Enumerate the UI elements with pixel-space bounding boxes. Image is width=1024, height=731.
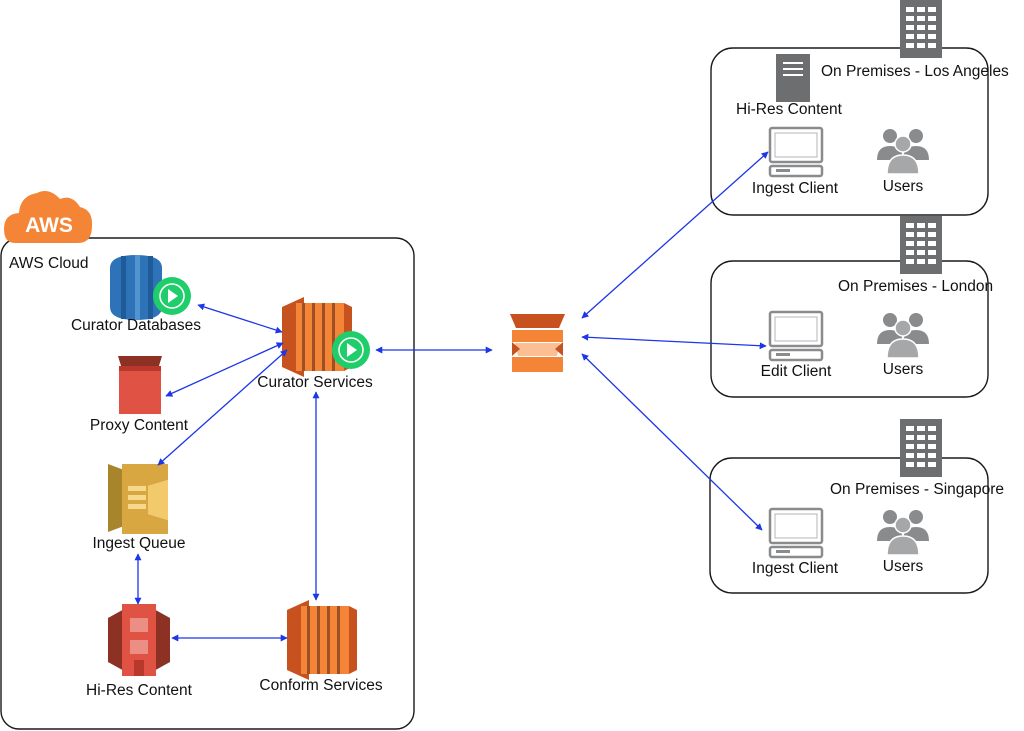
ingest-client-label: Ingest Client bbox=[752, 560, 839, 577]
hi-res-content-label: Hi-Res Content bbox=[86, 682, 193, 699]
client-computer-icon bbox=[768, 507, 824, 559]
connector-router-los-angeles bbox=[581, 151, 769, 319]
users-label: Users bbox=[883, 558, 924, 575]
client-computer-icon bbox=[768, 310, 824, 362]
client-computer-icon bbox=[768, 126, 824, 178]
aws-badge-text: AWS bbox=[25, 214, 73, 237]
server-icon bbox=[776, 54, 810, 102]
edit-client-label: Edit Client bbox=[761, 363, 832, 380]
users-label: Users bbox=[883, 178, 924, 195]
london-site-group bbox=[710, 260, 989, 398]
curator-services-label: Curator Services bbox=[257, 374, 373, 391]
aws-cloud-label: AWS Cloud bbox=[9, 255, 89, 272]
datacenter-icon bbox=[900, 0, 942, 58]
datacenter-icon bbox=[900, 216, 942, 274]
hi-res-storage-label: Hi-Res Content bbox=[736, 101, 843, 118]
connector-router-singapore bbox=[581, 353, 763, 531]
aws-cloud-icon: AWS bbox=[4, 191, 93, 243]
users-icon bbox=[876, 312, 930, 359]
s3-bucket-icon bbox=[118, 356, 162, 414]
connectors bbox=[134, 151, 769, 642]
hi-res-content-node[interactable]: Hi-Res Content bbox=[86, 604, 193, 699]
datacenter-icon bbox=[900, 419, 942, 477]
connector-queue-services bbox=[157, 349, 288, 466]
users-icon bbox=[876, 509, 930, 556]
s3-storage-icon bbox=[108, 604, 170, 676]
ec2-instance-icon bbox=[287, 600, 357, 680]
conform-services-label: Conform Services bbox=[259, 677, 382, 694]
play-icon bbox=[332, 331, 370, 369]
direct-connect-icon[interactable] bbox=[510, 314, 565, 372]
sqs-queue-icon bbox=[108, 464, 168, 534]
proxy-content-label: Proxy Content bbox=[90, 417, 189, 434]
hi-res-storage-node[interactable]: Hi-Res Content bbox=[736, 54, 843, 118]
london-title: On Premises - London bbox=[838, 278, 993, 295]
ingest-queue-label: Ingest Queue bbox=[92, 535, 185, 552]
connector-router-london bbox=[581, 333, 767, 350]
ingest-client-node[interactable]: Ingest Client bbox=[752, 507, 839, 577]
connector-databases-services bbox=[197, 303, 283, 334]
edit-client-node[interactable]: Edit Client bbox=[761, 310, 832, 380]
database-icon bbox=[110, 255, 162, 320]
singapore-title: On Premises - Singapore bbox=[830, 481, 1004, 498]
users-icon bbox=[876, 128, 930, 175]
users-label: Users bbox=[883, 361, 924, 378]
los-angeles-title: On Premises - Los Angeles bbox=[821, 63, 1009, 80]
proxy-content-node[interactable]: Proxy Content bbox=[90, 356, 189, 434]
users-node[interactable]: Users bbox=[876, 312, 930, 378]
ingest-client-label: Ingest Client bbox=[752, 180, 839, 197]
curator-databases-label: Curator Databases bbox=[71, 317, 201, 334]
users-node[interactable]: Users bbox=[876, 509, 930, 575]
curator-services-node[interactable]: Curator Services bbox=[257, 297, 373, 391]
play-icon bbox=[153, 277, 191, 315]
ingest-queue-node[interactable]: Ingest Queue bbox=[92, 464, 186, 552]
curator-databases-node[interactable]: Curator Databases bbox=[71, 255, 201, 334]
aws-cloud-group bbox=[0, 237, 415, 730]
los-angeles-site-group bbox=[710, 47, 989, 216]
users-node[interactable]: Users bbox=[876, 128, 930, 195]
ingest-client-node[interactable]: Ingest Client bbox=[752, 126, 839, 197]
conform-services-node[interactable]: Conform Services bbox=[259, 600, 383, 694]
